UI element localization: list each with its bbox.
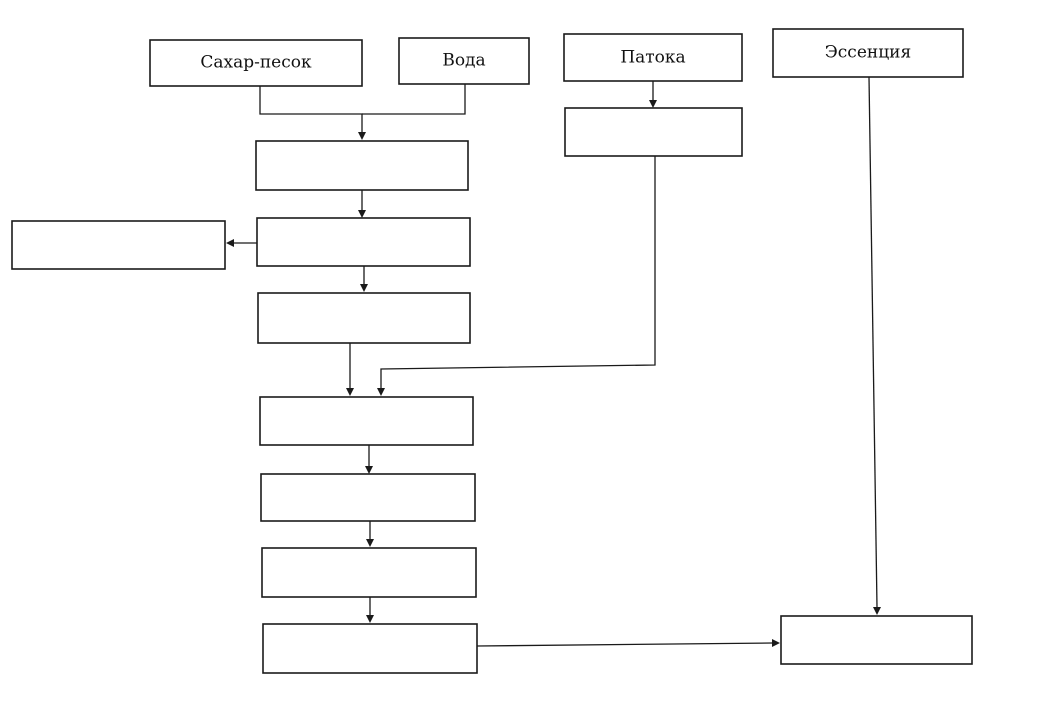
arrowhead — [358, 210, 366, 218]
node-step-7 — [262, 623, 478, 674]
edge-step-7-to-final — [476, 642, 773, 647]
arrowhead — [346, 388, 354, 396]
node-molasses-box — [563, 33, 743, 82]
arrowhead — [649, 100, 657, 108]
node-water-box — [398, 37, 530, 85]
node-step-4-box — [259, 396, 474, 446]
node-essence: Эссенция — [772, 28, 964, 78]
node-final-box — [780, 615, 973, 665]
arrowhead — [360, 284, 368, 292]
node-essence-box — [772, 28, 964, 78]
node-molasses-step — [564, 107, 743, 157]
node-step-2-box — [256, 217, 471, 267]
edge-molasses-step-to-step-4 — [380, 156, 656, 388]
arrowhead — [772, 639, 780, 647]
node-sugar-label: Сахар-песок — [200, 53, 312, 73]
node-water: Вода — [398, 37, 530, 85]
node-step-3-box — [257, 292, 471, 344]
arrowhead — [873, 607, 881, 615]
node-sugar: Сахар-песок — [149, 39, 363, 87]
node-final — [780, 615, 973, 665]
node-step-4 — [259, 396, 474, 446]
arrowhead — [366, 539, 374, 547]
node-essence-label: Эссенция — [825, 43, 911, 63]
arrowhead — [366, 615, 374, 623]
node-water-label: Вода — [442, 51, 485, 71]
node-side-output — [11, 220, 226, 270]
nodes: Сахар-песок Вода Патока Эссенция — [11, 28, 973, 674]
arrowhead — [365, 466, 373, 474]
edge-sugar-to-step-1 — [259, 86, 363, 132]
arrowhead — [358, 132, 366, 140]
node-molasses-step-box — [564, 107, 743, 157]
arrowhead — [226, 239, 234, 247]
node-step-5-box — [260, 473, 476, 522]
edges — [226, 76, 881, 647]
node-step-1-box — [255, 140, 469, 191]
node-step-7-box — [262, 623, 478, 674]
node-molasses: Патока — [563, 33, 743, 82]
node-step-2 — [256, 217, 471, 267]
node-step-5 — [260, 473, 476, 522]
node-side-output-box — [11, 220, 226, 270]
node-step-3 — [257, 292, 471, 344]
node-molasses-label: Патока — [620, 48, 685, 68]
node-step-1 — [255, 140, 469, 191]
node-step-6-box — [261, 547, 477, 598]
edge-essence-to-final — [868, 76, 878, 608]
arrowhead — [377, 388, 385, 396]
node-sugar-box — [149, 39, 363, 87]
node-step-6 — [261, 547, 477, 598]
edge-water-to-step-1 — [362, 84, 466, 115]
